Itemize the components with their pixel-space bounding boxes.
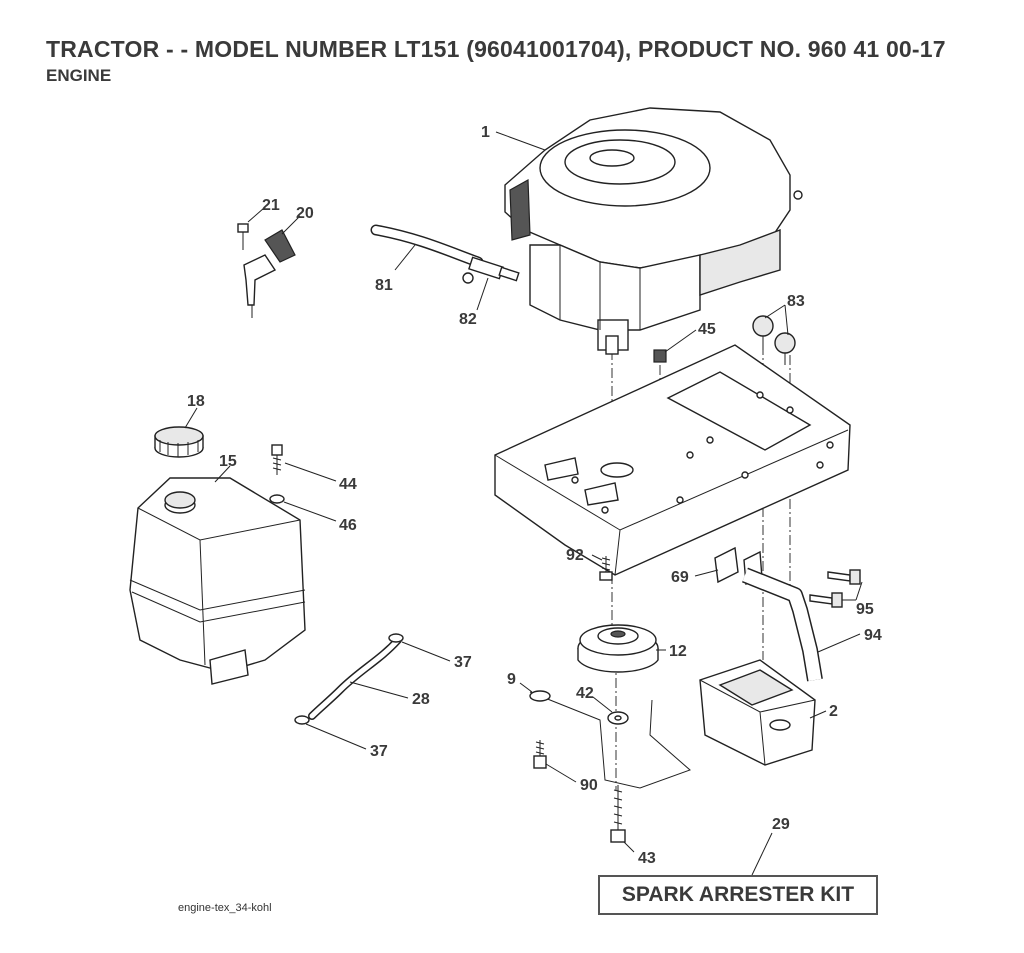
callout-12: 12 [669, 643, 687, 660]
throttle-bracket [237, 223, 296, 318]
fuel-fitting [462, 256, 520, 284]
callout-45: 45 [698, 321, 716, 338]
callout-1: 1 [481, 124, 490, 141]
washer [607, 711, 629, 725]
callout-28: 28 [412, 691, 430, 708]
callout-37-top: 37 [454, 654, 472, 671]
bolt-90 [533, 740, 547, 769]
callout-83: 83 [787, 293, 805, 310]
muffler [699, 659, 816, 766]
exhaust-gaskets [714, 546, 763, 585]
page-title: TRACTOR - - MODEL NUMBER LT151 (96041001… [46, 36, 946, 62]
callout-9: 9 [507, 671, 516, 688]
callout-20: 20 [296, 205, 314, 222]
tank-screw [269, 444, 285, 504]
exhaust-pipe [742, 567, 823, 682]
engine-mount-nuts [752, 315, 796, 365]
callout-15: 15 [219, 453, 237, 470]
callout-21: 21 [262, 197, 280, 214]
callout-69: 69 [671, 569, 689, 586]
fuel-line [370, 224, 484, 268]
callout-81: 81 [375, 277, 393, 294]
fuel-hose [294, 633, 404, 725]
callout-43: 43 [638, 850, 656, 867]
chassis-plate [494, 344, 851, 576]
bolt-43 [610, 785, 626, 843]
leader-lines [184, 131, 863, 876]
clutch-rod [529, 690, 691, 789]
callout-29: 29 [772, 816, 790, 833]
section-subtitle: ENGINE [46, 66, 112, 85]
callout-82: 82 [459, 311, 477, 328]
callout-90: 90 [580, 777, 598, 794]
fuel-tank [129, 477, 306, 685]
spark-arrester-kit-label: SPARK ARRESTER KIT [598, 875, 878, 915]
nut [653, 349, 667, 363]
callout-94: 94 [864, 627, 882, 644]
callout-42: 42 [576, 685, 594, 702]
callout-46: 46 [339, 517, 357, 534]
callout-2: 2 [829, 703, 838, 720]
callout-44: 44 [339, 476, 357, 493]
file-reference: engine-tex_34-kohl [178, 902, 272, 914]
exhaust-bolts [809, 569, 861, 608]
pulley [577, 624, 659, 673]
callout-37-bottom: 37 [370, 743, 388, 760]
fuel-cap [154, 426, 204, 458]
callout-labels: 1 21 20 81 82 83 45 18 15 44 46 92 69 95… [187, 124, 882, 867]
callout-18: 18 [187, 393, 205, 410]
callout-92: 92 [566, 547, 584, 564]
bolt-92 [599, 556, 613, 581]
engine [504, 107, 803, 355]
callout-95: 95 [856, 601, 874, 618]
